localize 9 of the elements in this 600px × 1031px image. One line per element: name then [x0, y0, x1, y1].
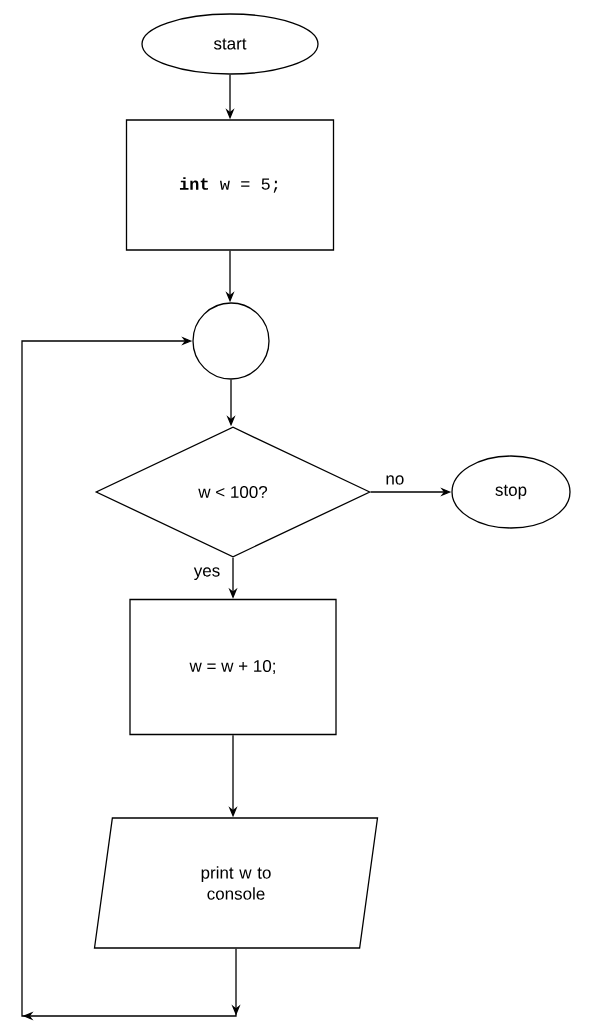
terminal-oval: stop — [451, 455, 571, 529]
connector-circle — [192, 302, 270, 380]
edge-label: yes — [193, 567, 220, 580]
io-parallelogram: print w to console — [93, 817, 379, 949]
process-box: w = w + 10; — [129, 598, 337, 736]
arrow — [21, 336, 241, 1021]
edge-label: no — [386, 475, 404, 485]
process-box: int w = 5; — [125, 119, 335, 251]
terminal-oval: start — [141, 13, 319, 75]
